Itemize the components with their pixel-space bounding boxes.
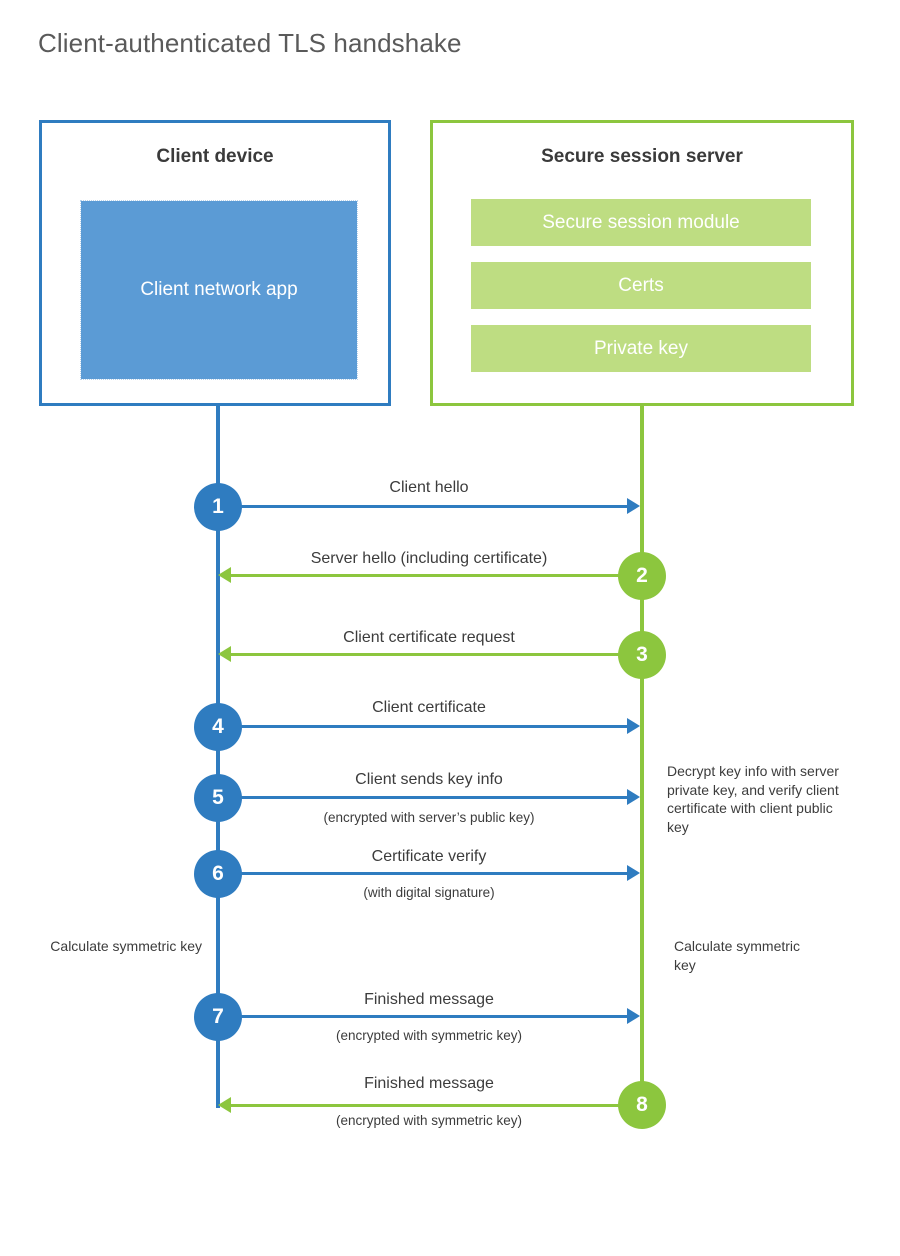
- step-circle-4[interactable]: 4: [194, 703, 242, 751]
- message-4-arrowhead-icon: [627, 718, 640, 734]
- message-2-arrowhead-icon: [218, 567, 231, 583]
- message-8-line: [222, 1104, 642, 1107]
- client-lifeline: [216, 403, 220, 1108]
- message-5-label: Client sends key info: [355, 771, 503, 788]
- secure-session-server-box: Secure session server Secure session mod…: [430, 120, 854, 406]
- message-3-label: Client certificate request: [343, 629, 515, 646]
- step-circle-2[interactable]: 2: [618, 552, 666, 600]
- server-decrypt-note: Decrypt key info with server private key…: [667, 763, 839, 835]
- step-circle-3[interactable]: 3: [618, 631, 666, 679]
- message-1-label: Client hello: [389, 479, 469, 496]
- step-circle-5[interactable]: 5: [194, 774, 242, 822]
- message-8-label: Finished message: [364, 1075, 494, 1092]
- message-4-line: [218, 725, 627, 728]
- message-6-label: Certificate verify: [371, 848, 487, 865]
- server-component-certs: Certs: [471, 262, 811, 309]
- secure-session-server-title: Secure session server: [541, 146, 743, 167]
- server-calculate-symmetric-key-note: Calculate symmetric key: [674, 938, 801, 973]
- message-6-arrowhead-icon: [627, 865, 640, 881]
- message-1-line: [218, 505, 627, 508]
- message-7-sublabel: (encrypted with symmetric key): [335, 1028, 523, 1043]
- step-circle-7[interactable]: 7: [194, 993, 242, 1041]
- client-device-title: Client device: [156, 146, 274, 167]
- server-lifeline: [640, 403, 644, 1106]
- message-5-arrowhead-icon: [627, 789, 640, 805]
- message-1-arrowhead-icon: [627, 498, 640, 514]
- message-6-sublabel: (with digital signature): [363, 885, 495, 900]
- step-circle-6[interactable]: 6: [194, 850, 242, 898]
- message-8-sublabel: (encrypted with symmetric key): [335, 1113, 523, 1128]
- message-3-arrowhead-icon: [218, 646, 231, 662]
- server-component-secure-session-module: Secure session module: [471, 199, 811, 246]
- page-title: Client-authenticated TLS handshake: [38, 28, 462, 58]
- client-calculate-symmetric-key-note: Calculate symmetric key: [50, 938, 202, 954]
- message-6-line: [218, 872, 627, 875]
- step-circle-8[interactable]: 8: [618, 1081, 666, 1129]
- message-2-line: [222, 574, 642, 577]
- message-5-line: [218, 796, 627, 799]
- message-2-label: Server hello (including certificate): [310, 550, 548, 567]
- message-3-line: [222, 653, 642, 656]
- message-7-arrowhead-icon: [627, 1008, 640, 1024]
- client-network-app-block: Client network app: [80, 200, 358, 380]
- server-component-private-key: Private key: [471, 325, 811, 372]
- message-8-arrowhead-icon: [218, 1097, 231, 1113]
- client-device-box: Client device Client network app: [39, 120, 391, 406]
- message-4-label: Client certificate: [372, 699, 486, 716]
- message-7-label: Finished message: [364, 991, 494, 1008]
- step-circle-1[interactable]: 1: [194, 483, 242, 531]
- message-7-line: [218, 1015, 627, 1018]
- message-5-sublabel: (encrypted with server’s public key): [323, 810, 535, 825]
